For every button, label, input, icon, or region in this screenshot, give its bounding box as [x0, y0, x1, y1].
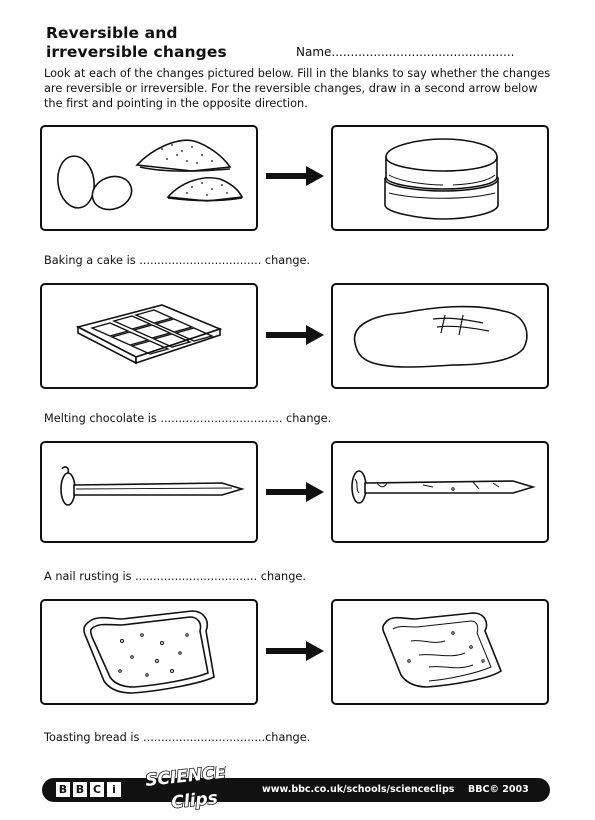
panel-toast [331, 599, 549, 705]
panel-bread-slice [40, 599, 258, 705]
footer-copyright: BBC© 2003 [468, 784, 529, 795]
bbc-letter: B [56, 782, 70, 797]
title-line-1: Reversible and [46, 24, 178, 42]
chocolate-bar-icon [75, 304, 223, 365]
arrow-right-icon [266, 482, 324, 502]
eggs-and-flour-icon [57, 139, 244, 211]
bbc-letter: C [90, 782, 104, 797]
arrow-right-icon [266, 325, 324, 345]
nail-icon [60, 466, 245, 506]
caption-melting-chocolate: Melting chocolate is ...................… [44, 412, 332, 425]
caption-nail-rusting: A nail rusting is ......................… [44, 570, 306, 583]
toast-icon [382, 612, 502, 688]
bbc-letter: B [73, 782, 87, 797]
panel-cake [331, 125, 549, 231]
rusty-nail-icon [351, 470, 536, 504]
melted-chocolate-icon [353, 305, 528, 368]
logo-science-text: SCIENCE [144, 766, 227, 791]
panel-chocolate-bar [40, 283, 258, 389]
footer-bar [42, 778, 550, 802]
name-field-label: Name....................................… [296, 45, 515, 59]
footer-url[interactable]: www.bbc.co.uk/schools/scienceclips [262, 784, 455, 795]
arrow-right-icon [266, 166, 324, 186]
panel-nail [40, 441, 258, 543]
cake-icon [384, 138, 499, 220]
panel-melted-chocolate [331, 283, 549, 389]
bbc-logo: B B C i [56, 782, 121, 797]
worksheet-title: Reversible and irreversible changes [46, 24, 227, 62]
caption-baking-cake: Baking a cake is .......................… [44, 254, 311, 267]
panel-rusty-nail [331, 441, 549, 543]
bread-slice-icon [83, 610, 215, 694]
bbc-letter: i [107, 782, 121, 797]
title-line-2: irreversible changes [46, 43, 227, 61]
logo-clips-text: Clips [170, 788, 218, 813]
caption-toasting-bread: Toasting bread is ......................… [44, 731, 311, 744]
instructions-text: Look at each of the changes pictured bel… [44, 67, 551, 110]
science-clips-logo: SCIENCE Clips [144, 766, 229, 814]
panel-eggs-flour [40, 125, 258, 231]
arrow-right-icon [266, 641, 324, 661]
